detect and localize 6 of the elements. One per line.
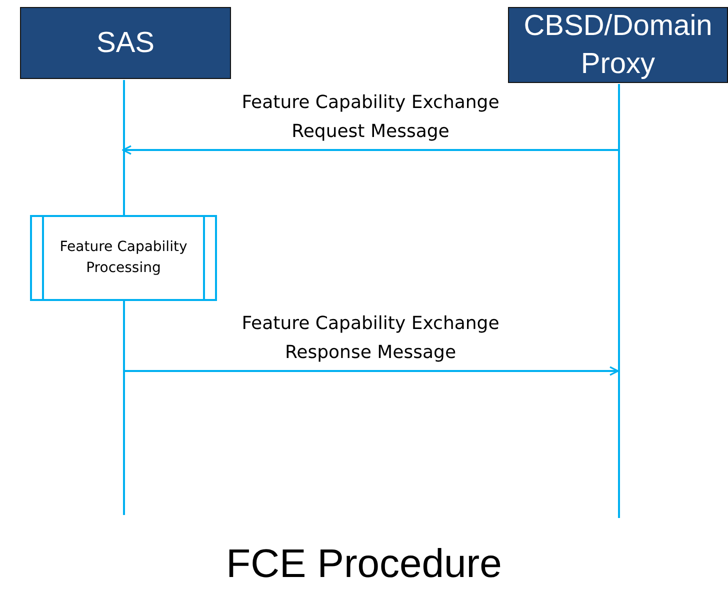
participant-name: CBSD/Domain Proxy [522,9,714,82]
message-arrow [123,366,619,376]
message-arrow [122,145,618,155]
process-text: Feature Capability Processing [58,238,188,278]
caption: FCE Procedure [225,542,503,587]
participant-name: SAS [96,26,155,61]
